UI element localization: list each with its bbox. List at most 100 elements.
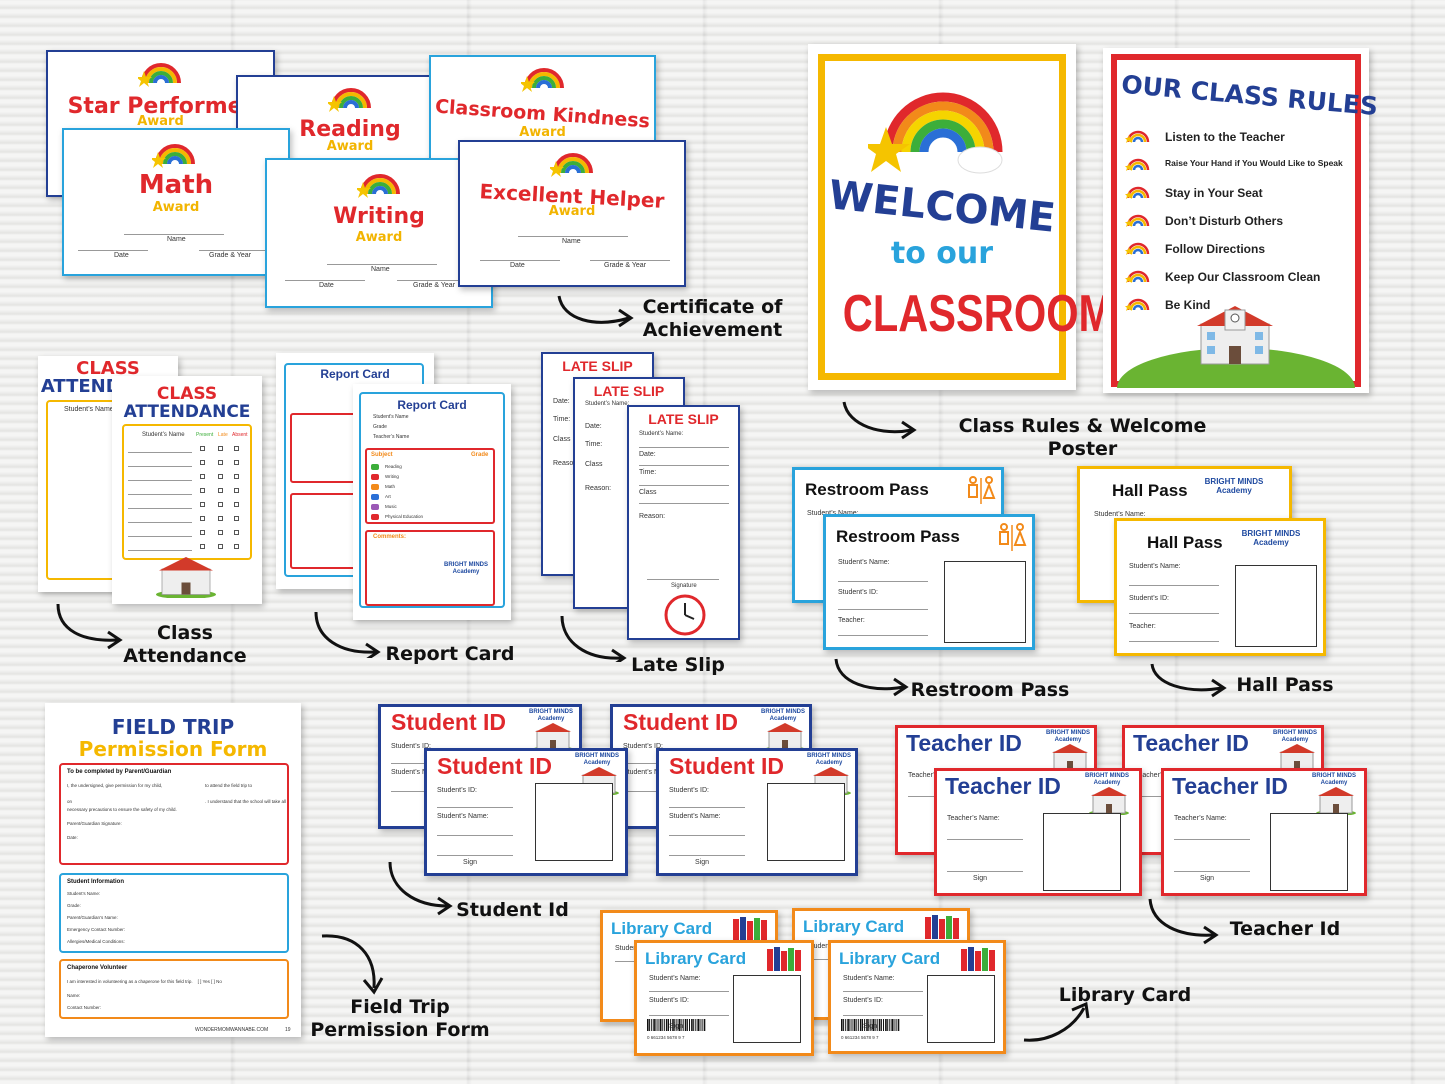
report-title: Report Card [397,398,467,412]
arrow-icon [1150,663,1227,698]
late-header: Late [218,432,228,438]
restroom-icon [968,476,996,504]
welcome-subtitle: to our [890,236,994,271]
report-caption: Report Card [385,643,515,665]
barcode-icon [841,1019,901,1035]
field-line [669,807,745,808]
student-name-label: Student’s Name: [391,769,443,776]
checkbox [200,502,205,507]
table-row [128,508,192,509]
school-building-icon [765,721,805,752]
checkbox [200,544,205,549]
field-line [437,807,513,808]
rainbow-icon [1125,296,1151,312]
student-id-title: Student ID [623,709,738,735]
late-caption: Late Slip [631,654,725,676]
field-line [669,835,745,836]
certificate-subtitle: Award [152,200,200,215]
welcome-classroom: CLASSROOM [842,285,1114,343]
signature-label: Signature [671,583,697,589]
student-id-label: Student’s ID: [1129,595,1169,602]
student-id-caption: Student Id [456,899,569,921]
teacher-id-title: Teacher ID [945,773,1061,799]
grade-label: Grade [373,424,387,430]
attendance-sheet-front: CLASS ATTENDANCE Student’s Name Present … [112,376,262,604]
student-id-label: Student’s ID: [669,787,709,794]
school-building-icon [533,721,573,752]
fieldtrip-caption: Field Trip Permission Form [305,996,495,1042]
rule-item: Raise Your Hand if You Would Like to Spe… [1165,158,1343,168]
checkbox [218,460,223,465]
student-name-header: Student’s Name [64,406,114,413]
checkbox [218,474,223,479]
barcode-number: 0 661234 5678 9 7 [841,1035,879,1040]
certificate-writing: Writing Award Name Date Grade & Year [265,158,493,308]
library-title: Library Card [611,919,713,938]
certificate-subtitle: Award [137,114,184,129]
student-name-label: Student’s Name: [437,813,489,820]
date-label: Date [114,252,129,259]
certificate-subtitle: Award [519,125,566,140]
student-info-field: Parent/Guardian’s Name: [67,915,118,920]
field-trip-form: FIELD TRIP Permission Form To be complet… [45,703,301,1037]
rainbow-icon [357,174,400,198]
grade-label: Grade & Year [413,282,456,289]
checkbox [234,446,239,451]
rule-item: Don’t Disturb Others [1165,214,1284,228]
field-line [649,1015,729,1016]
reason-label: Reason: [639,513,666,520]
subject-icon [371,514,379,520]
field-line [1174,871,1250,872]
rainbow-icon [1125,268,1151,284]
restroom-caption: Restroom Pass [910,679,1070,701]
field-line [1174,839,1250,840]
library-title: Library Card [839,949,941,968]
student-id-title: Student ID [437,753,552,779]
sign-label: Sign [1200,875,1215,882]
comments-label: Comments: [373,534,407,540]
footer-site: WONDERMOMWANNABE.COM [195,1027,269,1033]
rainbow-icon [868,92,1003,174]
fieldtrip-title-1: FIELD TRIP [111,715,235,739]
photo-box [733,975,801,1043]
subject-name: Art [385,494,391,499]
books-icon [765,945,805,971]
subject-icon [371,484,379,490]
arrow-icon [834,658,909,697]
checkbox [234,460,239,465]
fieldtrip-section-2: Student Information [67,879,124,885]
arrow-icon [560,615,627,662]
field-line [437,835,513,836]
field-line [843,991,923,992]
certificate-title: Math [138,170,214,200]
sign-label: Sign [669,1023,684,1030]
late-title: LATE SLIP [648,411,719,427]
student-name-label: Student’s Name: [1129,563,1181,570]
student-id-label: Student’s ID: [437,787,477,794]
attendance-title-1: CLASS [76,358,140,379]
student-name-label: Student’s Name [373,414,409,420]
fieldtrip-caption-2: Permission Form [310,1019,490,1041]
subject-name: Math [385,484,396,489]
posters-caption: Class Rules & Welcome Poster [958,415,1207,460]
table-row [128,452,192,453]
checkbox [234,502,239,507]
restroom-title: Restroom Pass [805,480,929,499]
name-label: Name [562,238,581,245]
checkbox [200,488,205,493]
hall-title: Hall Pass [1147,533,1223,552]
attendance-caption-2: Attendance [123,645,247,667]
restroom-title: Restroom Pass [836,527,960,546]
certificate-math: Math Award Name Date Grade & Year [62,128,290,276]
arrow-icon [1148,898,1219,945]
checkbox [234,530,239,535]
field-line [947,871,1023,872]
field-line [669,855,745,856]
student-id-label: Student’s ID: [391,743,431,750]
